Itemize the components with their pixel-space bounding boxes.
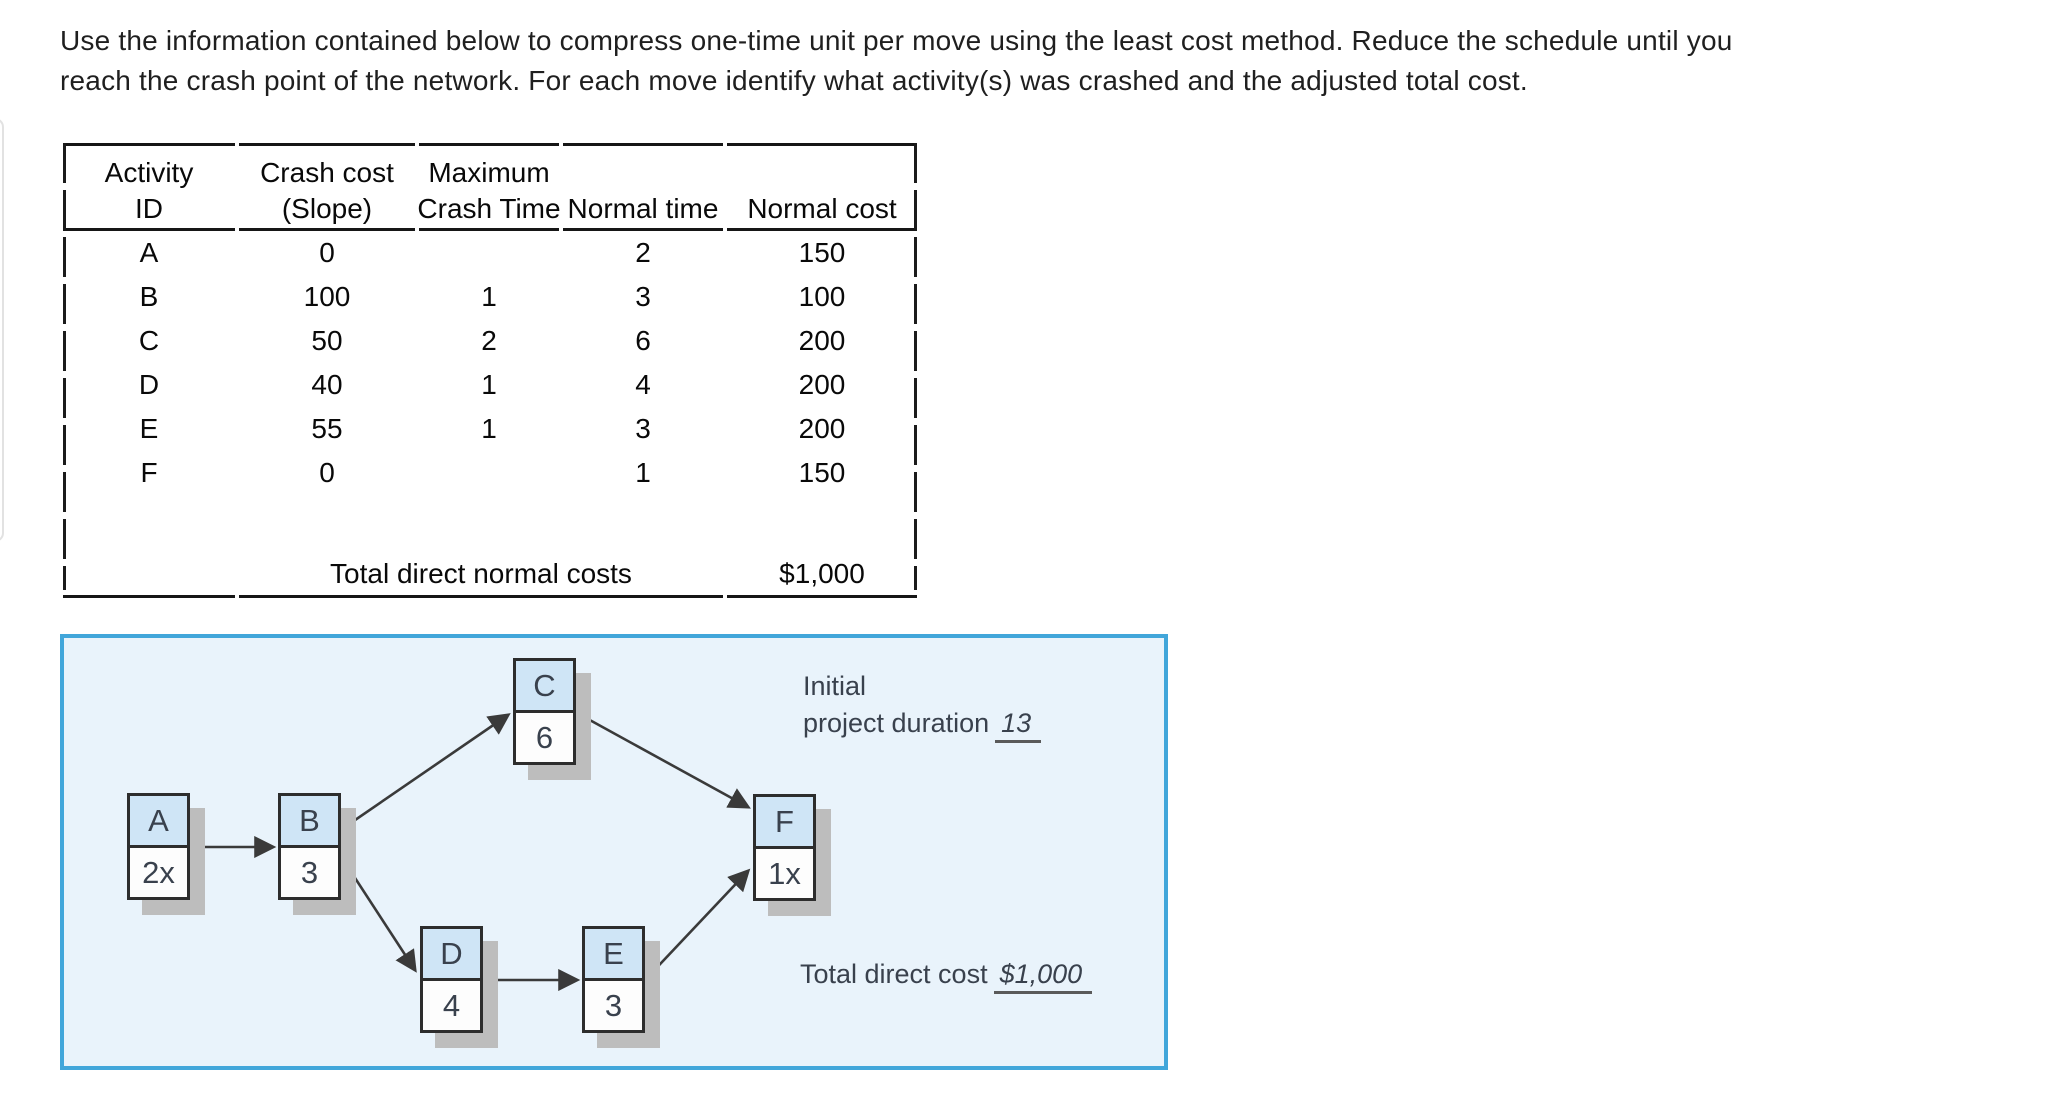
header-normal-time: Normal time xyxy=(563,189,723,231)
cell-normal-cost: 100 xyxy=(798,281,846,312)
cell-normal-cost: 200 xyxy=(798,325,846,356)
cell-max-crash: 2 xyxy=(481,325,497,356)
cell-slope: 40 xyxy=(311,369,343,400)
cell-max-crash: 1 xyxy=(481,281,497,312)
header-normal-cost: Normal cost xyxy=(727,189,917,231)
node-C: C 6 xyxy=(513,658,576,765)
cell-id: D xyxy=(138,369,160,400)
table-header-row-2: ID (Slope) Crash Time Normal time Normal… xyxy=(63,189,917,231)
node-B: B 3 xyxy=(278,793,341,900)
initial-label-line1: Initial xyxy=(803,671,867,701)
edge-B-D xyxy=(340,857,417,973)
crash-cost-table: Activity Crash cost Maximum ID (Slope) C… xyxy=(63,143,917,598)
node-E: E 3 xyxy=(582,926,645,1033)
table-header-row-1: Activity Crash cost Maximum xyxy=(63,143,917,189)
edge-C-F xyxy=(576,711,751,809)
header-crash-time: Crash Time xyxy=(417,189,561,231)
table-right-border xyxy=(914,143,917,590)
total-cost-annotation: Total direct cost$1,000 xyxy=(800,956,1093,994)
problem-statement: Use the information contained below to c… xyxy=(60,25,1733,96)
header-blank-1 xyxy=(563,143,723,189)
cell-normal-time: 6 xyxy=(635,325,651,356)
cell-slope: 55 xyxy=(311,413,343,444)
node-A-duration: 2x xyxy=(142,854,175,890)
total-cost-value: $1,000 xyxy=(993,959,1093,994)
cell-slope: 0 xyxy=(319,457,335,488)
table-row-E: E 55 1 3 200 xyxy=(63,407,917,451)
total-cost-label: Total direct cost xyxy=(800,959,988,989)
node-B-label: B xyxy=(281,796,338,848)
node-D-duration: 4 xyxy=(442,987,461,1023)
card-edge-artifact xyxy=(0,118,4,542)
cell-slope: 50 xyxy=(311,325,343,356)
node-A: A 2x xyxy=(127,793,190,900)
cell-max-crash: 1 xyxy=(481,369,497,400)
cell-normal-time: 1 xyxy=(635,457,651,488)
cell-normal-time: 3 xyxy=(635,281,651,312)
node-C-duration: 6 xyxy=(535,719,554,755)
node-D-label: D xyxy=(423,929,480,981)
table-row-C: C 50 2 6 200 xyxy=(63,319,917,363)
cell-slope: 0 xyxy=(319,237,335,268)
table-footer-row: Total direct normal costs $1,000 xyxy=(63,553,917,598)
table-row-D: D 40 1 4 200 xyxy=(63,363,917,407)
header-blank-2 xyxy=(727,143,917,189)
header-slope: (Slope) xyxy=(239,189,415,231)
cell-normal-time: 4 xyxy=(635,369,651,400)
cell-id: F xyxy=(140,457,158,488)
edges-layer xyxy=(190,711,751,992)
cell-normal-cost: 150 xyxy=(798,457,846,488)
node-B-duration: 3 xyxy=(300,854,319,890)
initial-duration-value: 13 xyxy=(995,708,1042,743)
node-F-duration: 1x xyxy=(768,855,801,891)
header-activity: Activity xyxy=(63,143,235,189)
header-maximum: Maximum xyxy=(419,143,559,189)
table-row-F: F 0 1 150 xyxy=(63,451,917,495)
cell-slope: 100 xyxy=(303,281,351,312)
edge-B-C xyxy=(341,713,511,831)
table-spacer-row xyxy=(63,495,917,553)
initial-label-line2: project duration xyxy=(803,708,990,738)
network-diagram-panel: A 2x B 3 C 6 D 4 E 3 F 1x Initial projec… xyxy=(60,634,1168,1070)
cell-normal-cost: 200 xyxy=(798,413,846,444)
table-left-border xyxy=(63,143,66,590)
table-row-A: A 0 2 150 xyxy=(63,231,917,275)
node-F: F 1x xyxy=(753,794,816,901)
cell-id: A xyxy=(139,237,159,268)
node-C-label: C xyxy=(516,661,573,713)
node-E-label: E xyxy=(585,929,642,981)
edge-E-F xyxy=(645,868,751,980)
cell-id: E xyxy=(139,413,159,444)
cell-id: C xyxy=(138,325,160,356)
table-row-B: B 100 1 3 100 xyxy=(63,275,917,319)
header-crash-cost: Crash cost xyxy=(239,143,415,189)
cell-normal-cost: 200 xyxy=(798,369,846,400)
cell-normal-cost: 150 xyxy=(798,237,846,268)
cell-normal-time: 3 xyxy=(635,413,651,444)
node-F-label: F xyxy=(756,797,813,849)
node-D: D 4 xyxy=(420,926,483,1033)
footer-blank xyxy=(63,553,235,598)
cell-normal-time: 2 xyxy=(635,237,651,268)
node-A-label: A xyxy=(130,796,187,848)
cell-max-crash: 1 xyxy=(481,413,497,444)
cell-id: B xyxy=(139,281,159,312)
header-id: ID xyxy=(63,189,235,231)
footer-label: Total direct normal costs xyxy=(239,553,723,598)
footer-total-value: $1,000 xyxy=(727,553,917,598)
node-E-duration: 3 xyxy=(604,987,623,1023)
